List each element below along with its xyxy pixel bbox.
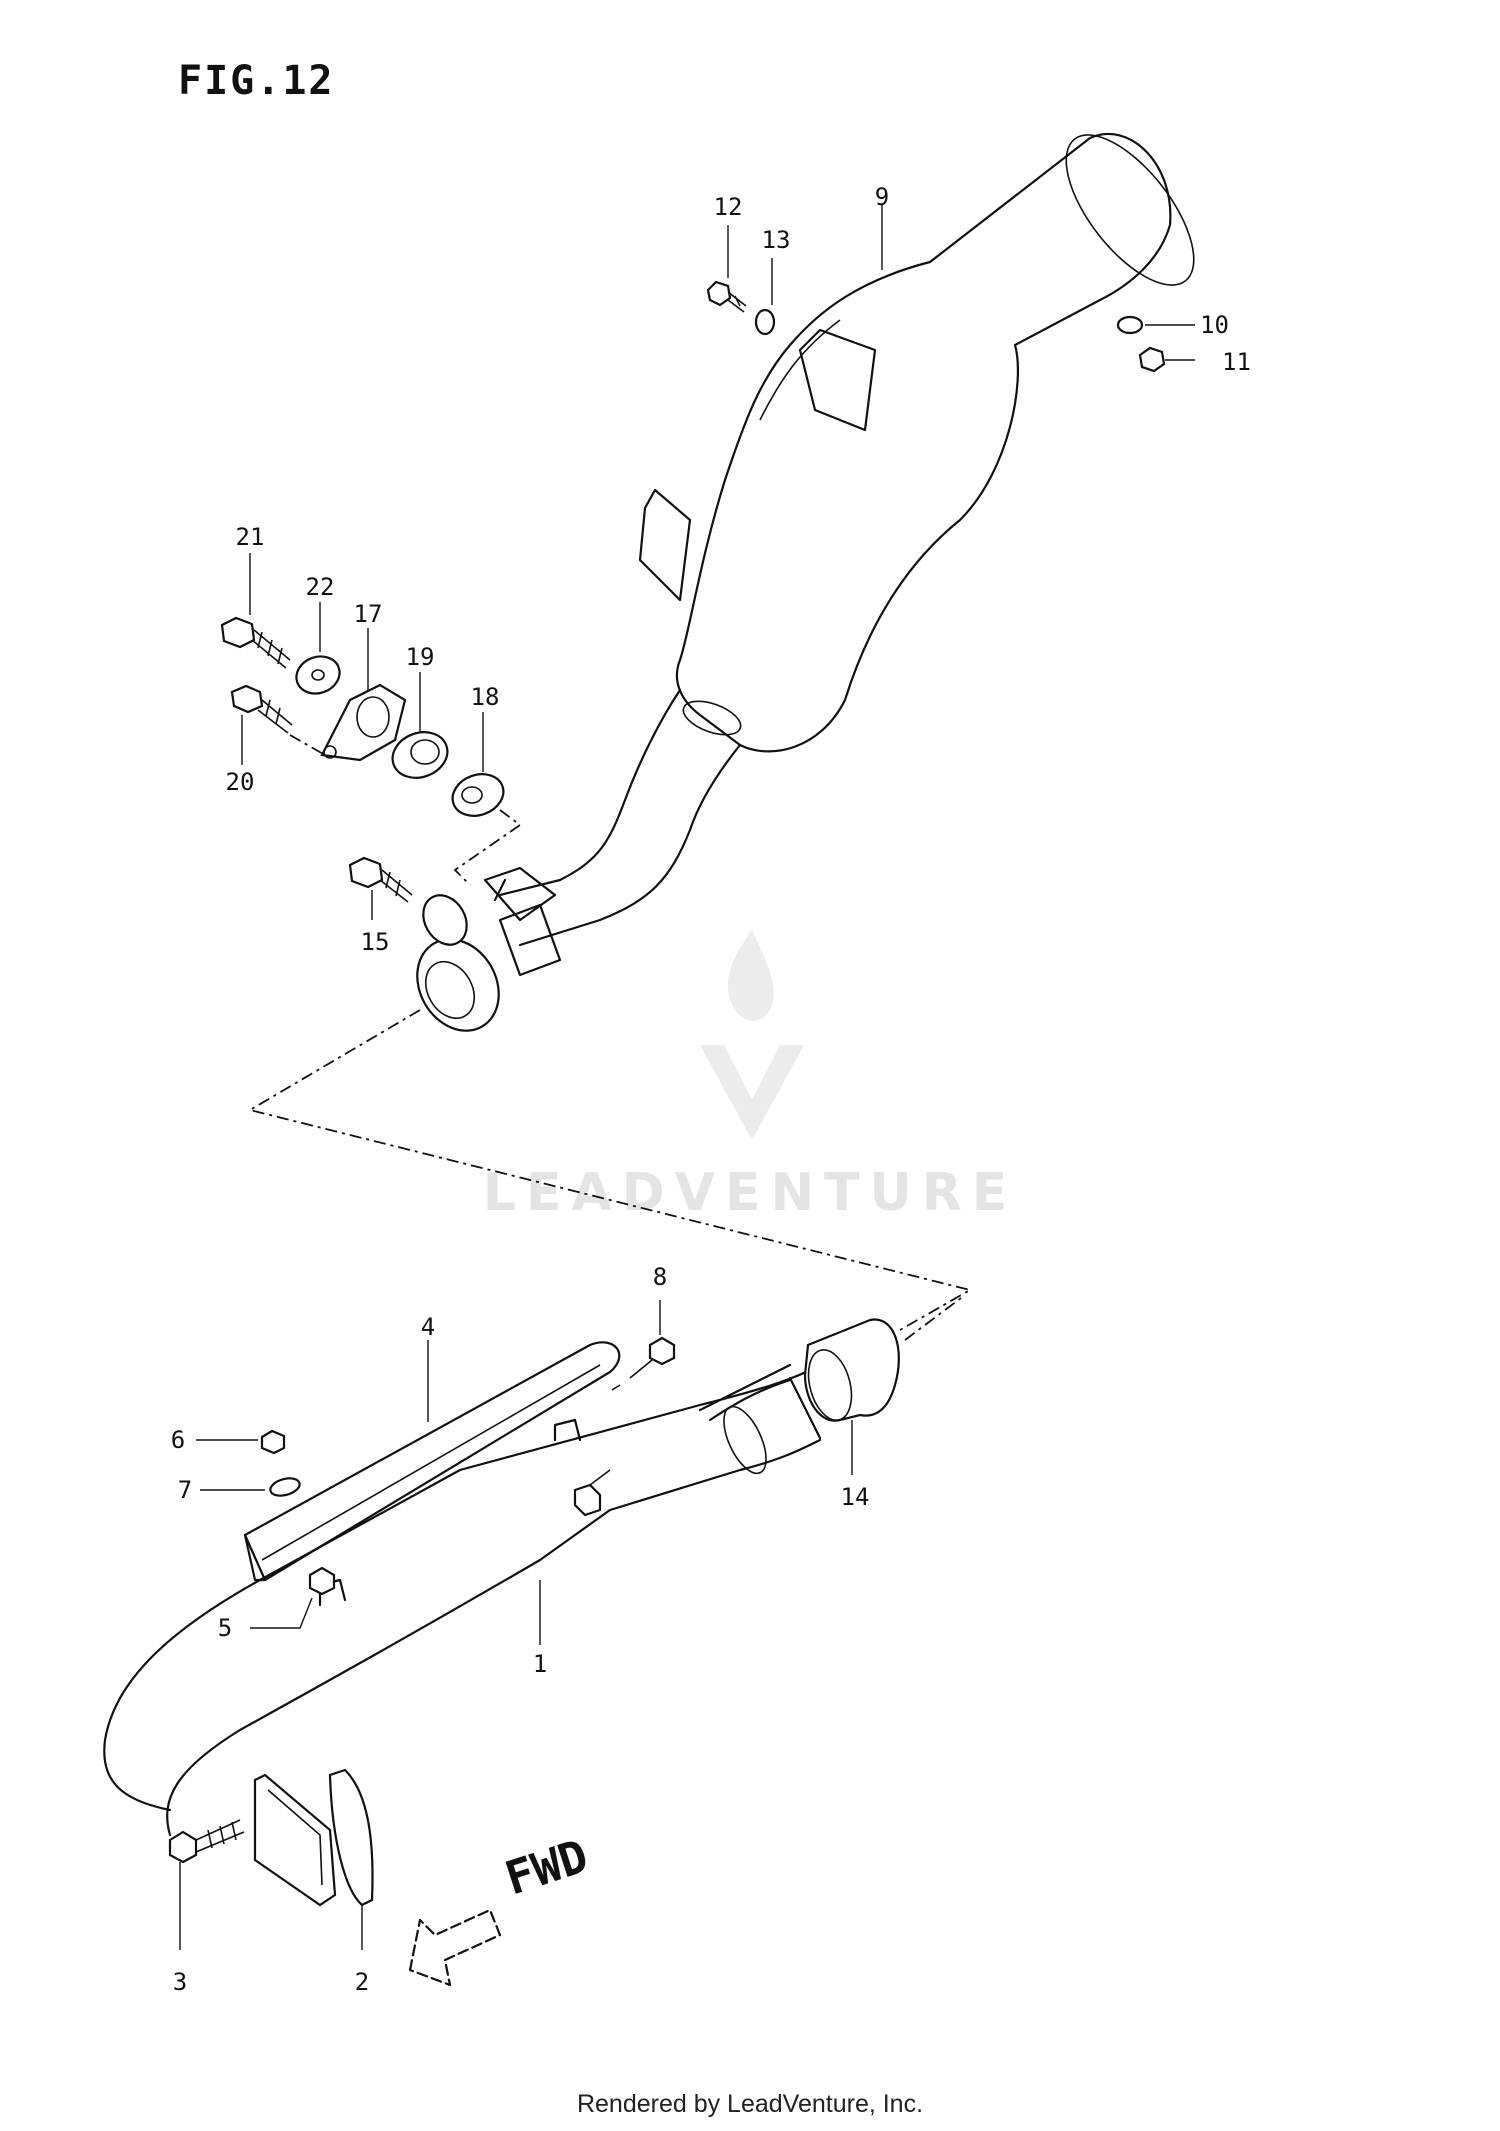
callout-10: 10 <box>1200 311 1229 339</box>
callout-13: 13 <box>762 226 791 254</box>
bolt-21 <box>220 616 291 669</box>
callout-18: 18 <box>471 683 500 711</box>
exhaust-pipe-1 <box>103 1363 822 1837</box>
gasket-2 <box>253 1768 374 1907</box>
callout-9: 9 <box>875 183 889 211</box>
clip-bracket <box>573 1469 611 1517</box>
callout-6: 6 <box>171 1426 185 1454</box>
bolt-6 <box>260 1429 286 1455</box>
callout-11: 11 <box>1222 348 1251 376</box>
washer-7 <box>269 1477 301 1497</box>
callout-5: 5 <box>218 1614 232 1642</box>
washer-13 <box>754 308 776 336</box>
figure-title: FIG.12 <box>178 58 335 104</box>
callout-1: 1 <box>533 1650 547 1678</box>
callout-17: 17 <box>354 600 383 628</box>
watermark-logo: LEADVENTURE <box>483 930 1018 1223</box>
collar-18 <box>451 773 505 817</box>
washer-22 <box>295 655 341 695</box>
callout-7: 7 <box>178 1476 192 1504</box>
bolt-15 <box>348 856 413 903</box>
bolt-20 <box>230 684 293 734</box>
callout-3: 3 <box>173 1968 187 1996</box>
fwd-label: FWD <box>499 1828 595 1905</box>
callout-19: 19 <box>406 643 435 671</box>
callout-14: 14 <box>841 1483 870 1511</box>
callout-2: 2 <box>355 1968 369 1996</box>
bush-19 <box>391 731 449 779</box>
bolt-3 <box>168 1819 245 1864</box>
bracket-17 <box>320 683 407 762</box>
callout-20: 20 <box>226 768 255 796</box>
bolt-8-upper <box>611 1336 676 1391</box>
bolt-12 <box>706 280 747 313</box>
callout-22: 22 <box>306 573 335 601</box>
callout-21: 21 <box>236 523 265 551</box>
callout-labels: 12 13 9 10 11 21 22 17 19 18 20 15 8 4 6… <box>171 183 1251 1996</box>
callout-4: 4 <box>421 1313 435 1341</box>
callout-8-upper: 8 <box>653 1263 667 1291</box>
forward-direction-indicator: FWD <box>408 1828 595 1987</box>
callout-12: 12 <box>714 193 743 221</box>
callout-15: 15 <box>361 928 390 956</box>
nut-11 <box>1138 346 1166 373</box>
gasket-14 <box>803 1318 900 1422</box>
footer-credit: Rendered by LeadVenture, Inc. <box>576 2090 924 2118</box>
washer-10 <box>1116 315 1144 335</box>
watermark-text: LEADVENTURE <box>483 1163 1018 1223</box>
bolt-5 <box>308 1566 336 1596</box>
muffler-part <box>416 132 1195 1032</box>
